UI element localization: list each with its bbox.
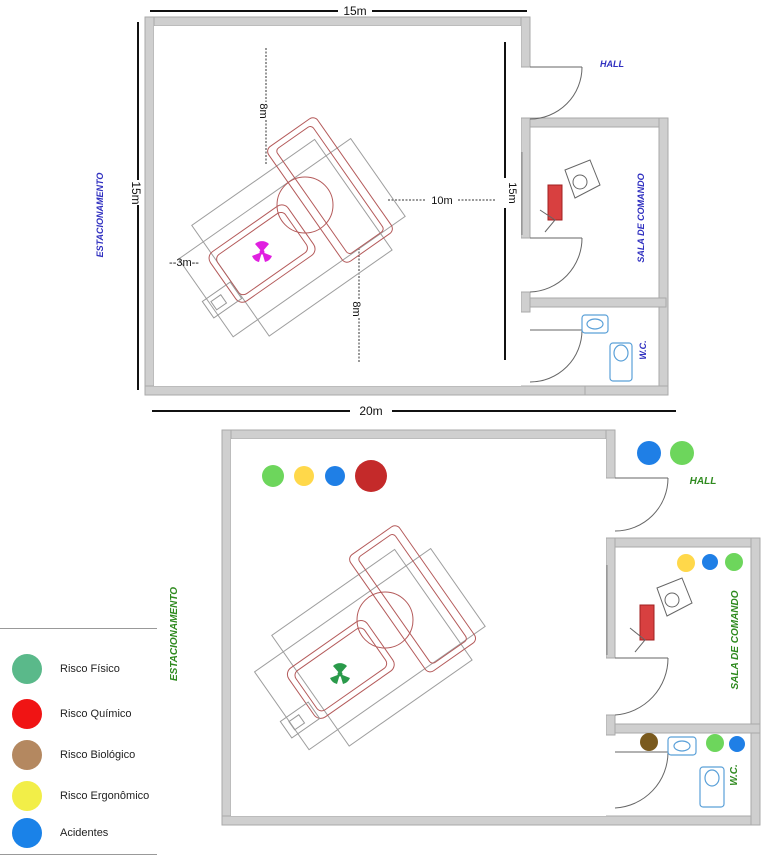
dim-10m: 10m bbox=[431, 195, 452, 207]
label-control-room-bottom: SALA DE COMANDO bbox=[730, 590, 741, 689]
legend-item-quimico: Risco Químico bbox=[12, 699, 132, 729]
legend-label-fisico: Risco Físico bbox=[60, 663, 120, 675]
risk-marker-acidentes bbox=[325, 466, 345, 486]
label-parking-bottom: ESTACIONAMENTO bbox=[169, 587, 180, 681]
top-dimensions bbox=[137, 10, 676, 412]
dim-left-15m: 15m bbox=[129, 181, 143, 204]
risk-marker-fisico bbox=[670, 441, 694, 465]
label-hall-top: HALL bbox=[600, 59, 624, 69]
dim-bottom-20m: 20m bbox=[359, 404, 382, 418]
legend-label-quimico: Risco Químico bbox=[60, 708, 132, 720]
risk-legend: Risco Físico Risco Químico Risco Biológi… bbox=[0, 628, 160, 856]
top-scanner-equipment bbox=[177, 117, 406, 338]
bottom-floor-plan: HALL SALA DE COMANDO W.C. ESTACIONAMENTO bbox=[169, 429, 761, 826]
label-hall-bottom: HALL bbox=[690, 476, 717, 487]
dim-8m-upper: 8m bbox=[257, 103, 269, 118]
legend-label-acidentes: Acidentes bbox=[60, 827, 109, 839]
dim-15m-inner: 15m bbox=[506, 182, 518, 203]
legend-bottom-rule bbox=[0, 854, 157, 855]
risk-marker-fisico bbox=[706, 734, 724, 752]
dim-3m: --3m-- bbox=[169, 257, 199, 269]
legend-item-ergonomico: Risco Ergonômico bbox=[12, 781, 149, 811]
legend-dot-biologico bbox=[12, 740, 42, 770]
label-parking-top: ESTACIONAMENTO bbox=[95, 173, 105, 258]
top-walls bbox=[144, 16, 669, 396]
legend-dot-acidentes bbox=[12, 818, 42, 848]
legend-item-fisico: Risco Físico bbox=[12, 654, 120, 684]
legend-label-ergonomico: Risco Ergonômico bbox=[60, 790, 150, 802]
label-wc-top: W.C. bbox=[638, 340, 648, 359]
dim-8m-lower: 8m bbox=[350, 301, 362, 316]
risk-marker-biologico bbox=[640, 733, 658, 751]
risk-marker-acidentes bbox=[729, 736, 745, 752]
top-floor-plan: 15m 15m 20m 8m 8m 10m 15m --3m-- HALL SA… bbox=[95, 4, 676, 418]
bottom-control-room-furniture bbox=[606, 565, 693, 655]
radiation-icon-top bbox=[252, 241, 272, 262]
radiation-icon-bottom bbox=[330, 663, 350, 684]
legend-dot-quimico bbox=[12, 699, 42, 729]
top-dashed-dimensions bbox=[265, 48, 496, 362]
risk-marker-ergonomico bbox=[294, 466, 314, 486]
label-wc-bottom: W.C. bbox=[729, 764, 740, 785]
bottom-text: HALL SALA DE COMANDO W.C. ESTACIONAMENTO bbox=[169, 476, 741, 786]
risk-marker-fisico bbox=[725, 553, 743, 571]
legend-item-acidentes: Acidentes bbox=[12, 818, 108, 848]
bottom-wc-fixtures bbox=[667, 736, 725, 808]
legend-top-rule bbox=[0, 628, 157, 629]
top-wc-fixtures bbox=[581, 314, 633, 382]
top-control-room-furniture bbox=[521, 152, 601, 235]
bottom-doors bbox=[614, 477, 669, 809]
legend-label-biologico: Risco Biológico bbox=[60, 749, 136, 761]
risk-marker-acidentes bbox=[702, 554, 718, 570]
legend-dot-fisico bbox=[12, 654, 42, 684]
top-doors bbox=[529, 66, 583, 383]
risk-markers bbox=[262, 441, 745, 752]
legend-item-biologico: Risco Biológico bbox=[12, 740, 135, 770]
risk-marker-ergonomico bbox=[677, 554, 695, 572]
risk-marker-quimico bbox=[355, 460, 387, 492]
top-text: 15m 15m 20m 8m 8m 10m 15m --3m-- HALL SA… bbox=[95, 4, 648, 418]
dim-top-15m: 15m bbox=[343, 4, 366, 18]
legend-dot-ergonomico bbox=[12, 781, 42, 811]
label-control-room-top: SALA DE COMANDO bbox=[636, 173, 646, 262]
risk-marker-acidentes bbox=[637, 441, 661, 465]
risk-marker-fisico bbox=[262, 465, 284, 487]
bottom-scanner-equipment bbox=[253, 525, 486, 751]
